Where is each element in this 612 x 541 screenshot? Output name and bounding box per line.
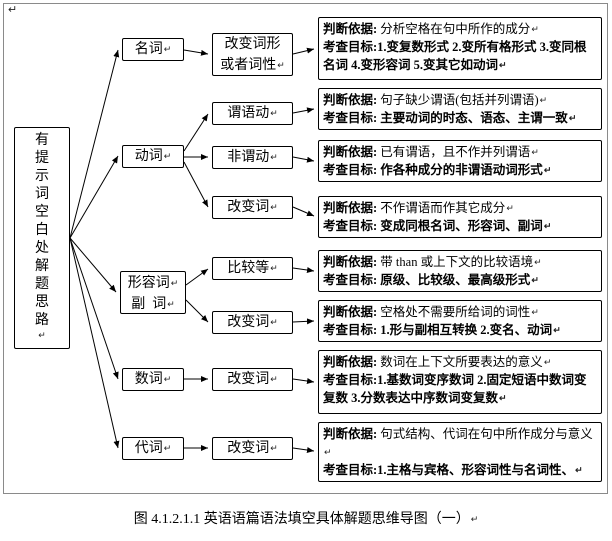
paragraph-mark: ↵: [170, 278, 179, 288]
paragraph-mark: ↵: [531, 307, 539, 317]
sub-non-predicate-verb: 非谓动↵: [212, 146, 293, 169]
paragraph-mark: ↵: [531, 275, 539, 285]
paragraph-mark: ↵: [543, 165, 552, 175]
goal-line: 考查目标: 变成同根名词、形容词、副词↵: [323, 219, 552, 233]
detail-box-predicate-verb: 判断依据: 句子缺少谓语(包括并列谓语)↵ 考查目标: 主要动词的时态、语态、主…: [318, 88, 602, 130]
paragraph-mark: ↵: [270, 443, 278, 453]
judge-line: 判断依据: 分析空格在句中所作的成分↵: [323, 22, 539, 36]
paragraph-mark: ↵: [163, 374, 172, 384]
root-node-label: 有提示词空白处解题思路: [35, 133, 49, 328]
judge-line: 判断依据: 句子缺少谓语(包括并列谓语)↵: [323, 93, 548, 107]
paragraph-mark: ↵: [499, 393, 507, 403]
sub-change-word-verb: 改变词↵: [212, 196, 293, 219]
goal-line: 考查目标: 1.形与副相互转换 2.变名、动词↵: [323, 323, 561, 337]
judge-line: 判断依据: 带 than 或上下文的比较语境↵: [323, 255, 542, 269]
detail-box-non-predicate-verb: 判断依据: 已有谓语，且不作并列谓语↵ 考查目标: 作各种成分的非谓语动词形式↵: [318, 140, 602, 182]
judge-line: 判断依据: 不作谓语而作其它成分↵: [323, 201, 514, 215]
goal-line: 考查目标:1.基数词变序数词 2.固定短语中数词变复数 3.分数表达中序数词变复…: [323, 373, 587, 405]
detail-box-numeral: 判断依据: 数词在上下文所要表达的意义↵ 考查目标:1.基数词变序数词 2.固定…: [318, 350, 602, 414]
category-noun: 名词↵: [122, 38, 184, 61]
paragraph-mark: ↵: [270, 202, 278, 212]
paragraph-mark: ↵: [163, 44, 172, 54]
sub-change-word-pronoun: 改变词↵: [212, 437, 293, 460]
paragraph-mark: ↵: [163, 443, 172, 453]
goal-line: 考查目标:1.变复数形式 2.变所有格形式 3.变同根名词 4.变形容词 5.变…: [323, 40, 587, 72]
goal-line: 考查目标: 作各种成分的非谓语动词形式↵: [323, 163, 552, 177]
paragraph-mark: ↵: [270, 317, 278, 327]
category-adjective-adverb: 形容词↵ 副 词↵: [120, 271, 186, 314]
goal-line: 考查目标:1.主格与宾格、形容词性与名词性、↵: [323, 463, 583, 477]
paragraph-mark: ↵: [553, 325, 561, 335]
judge-line: 判断依据: 已有谓语，且不作并列谓语↵: [323, 145, 539, 159]
sub-change-word-adj: 改变词↵: [212, 311, 293, 334]
paragraph-mark: ↵: [38, 330, 46, 340]
detail-box-pronoun: 判断依据: 句式结构、代词在句中所作成分与意义↵ 考查目标:1.主格与宾格、形容…: [318, 422, 602, 482]
paragraph-mark: ↵: [167, 299, 175, 309]
paragraph-mark: ↵: [506, 203, 514, 213]
paragraph-mark: ↵: [575, 465, 583, 475]
goal-line: 考查目标: 原级、比较级、最高级形式↵: [323, 273, 539, 287]
judge-line: 判断依据: 数词在上下文所要表达的意义↵: [323, 355, 552, 369]
detail-box-comparative: 判断依据: 带 than 或上下文的比较语境↵ 考查目标: 原级、比较级、最高级…: [318, 250, 602, 292]
paragraph-mark: ↵: [499, 60, 507, 70]
root-node-hint-word-blank-strategy: 有提示词空白处解题思路 ↵: [14, 127, 70, 349]
category-verb: 动词↵: [122, 145, 184, 168]
sub-change-word-numeral: 改变词↵: [212, 368, 293, 391]
figure-caption: 图 4.1.2.1.1 英语语篇语法填空具体解题思维导图（一）↵: [133, 512, 479, 527]
detail-box-verb-change: 判断依据: 不作谓语而作其它成分↵ 考查目标: 变成同根名词、形容词、副词↵: [318, 196, 602, 238]
paragraph-mark: ↵: [8, 4, 18, 16]
paragraph-mark: ↵: [470, 514, 479, 524]
detail-box-adj-change: 判断依据: 空格处不需要所给词的词性↵ 考查目标: 1.形与副相互转换 2.变名…: [318, 300, 602, 342]
category-numeral: 数词↵: [122, 368, 184, 391]
paragraph-mark: ↵: [531, 24, 539, 34]
category-pronoun: 代词↵: [122, 437, 184, 460]
paragraph-mark: ↵: [270, 374, 278, 384]
judge-line: 判断依据: 句式结构、代词在句中所作成分与意义↵: [323, 427, 593, 457]
goal-line: 考查目标: 主要动词的时态、语态、主谓一致↵: [323, 111, 577, 125]
sub-comparative: 比较等↵: [212, 257, 293, 280]
judge-line: 判断依据: 空格处不需要所给词的词性↵: [323, 305, 539, 319]
paragraph-mark: ↵: [543, 221, 552, 231]
paragraph-mark: ↵: [270, 263, 278, 273]
paragraph-mark: ↵: [543, 357, 552, 367]
sub-predicate-verb: 谓语动↵: [212, 102, 293, 125]
paragraph-mark: ↵: [277, 60, 285, 70]
detail-box-noun: 判断依据: 分析空格在句中所作的成分↵ 考查目标:1.变复数形式 2.变所有格形…: [318, 17, 602, 80]
paragraph-mark: ↵: [270, 152, 278, 162]
paragraph-mark: ↵: [163, 151, 172, 161]
paragraph-mark: ↵: [534, 257, 542, 267]
paragraph-mark: ↵: [270, 108, 278, 118]
paragraph-mark: ↵: [539, 95, 548, 105]
paragraph-mark: ↵: [568, 113, 577, 123]
paragraph-mark: ↵: [324, 447, 332, 457]
canvas-border: [3, 3, 608, 494]
sub-change-word-form-or-pos: 改变词形 或者词性↵: [212, 33, 293, 76]
paragraph-mark: ↵: [531, 147, 539, 157]
